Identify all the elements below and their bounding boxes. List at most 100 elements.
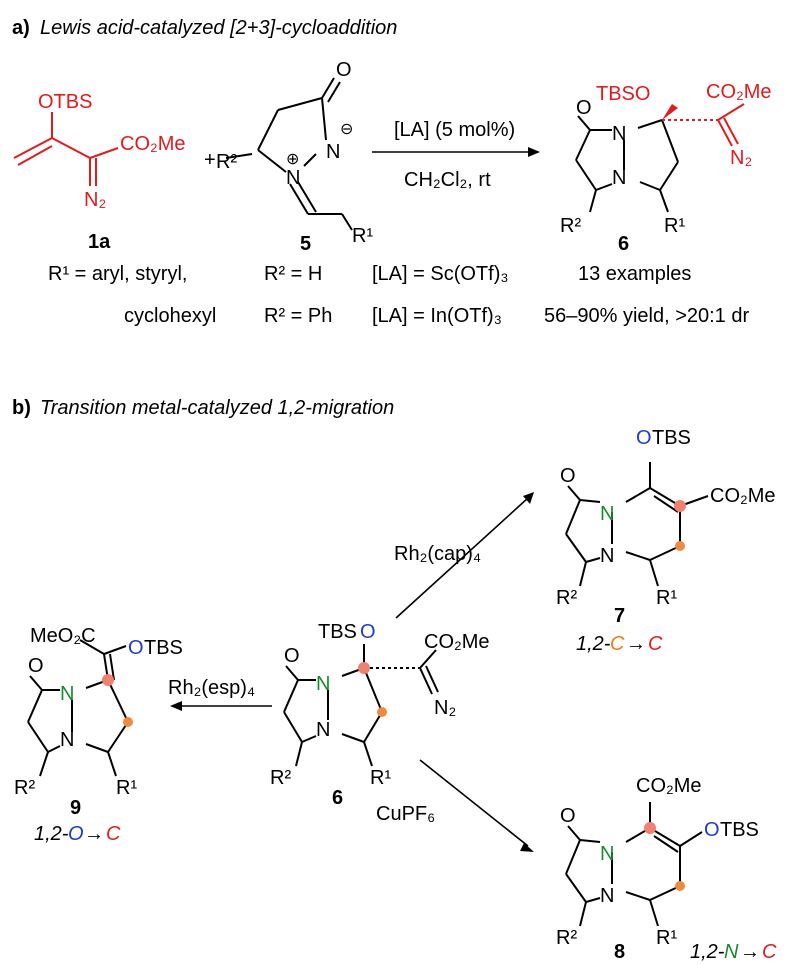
cmpd-7-number: 7	[614, 605, 625, 627]
note-scope-row1: 13 examples	[578, 263, 691, 285]
cmpd-9-tbs: TBS	[144, 637, 183, 659]
section-a-header: a) Lewis acid-catalyzed [2+3]-cycloaddit…	[12, 17, 397, 39]
reagent-8: CuPF₆	[376, 803, 435, 825]
compound-1a-otbs: OTBS	[38, 91, 92, 113]
note-r2-row1: R² = H	[264, 263, 322, 285]
compound-1a-ester: CO₂Me	[120, 133, 186, 155]
cmpd-8-tbs: TBS	[720, 819, 759, 841]
center-6-oxo: O	[284, 645, 300, 667]
cmpd-8-n2: N	[600, 885, 614, 907]
cmpd-9-r1: R¹	[116, 777, 137, 799]
reagent-9: Rh₂(esp)₄	[168, 677, 255, 699]
cmpd-7-mig-arrow: →	[626, 633, 646, 655]
cmpd-7-migration: 1,2- C → C	[576, 633, 663, 655]
compound-6-r2: R²	[560, 215, 581, 237]
note-la-row1: [LA] = Sc(OTf)₃	[372, 263, 509, 285]
compound-1a-diazo: N₂	[84, 189, 106, 211]
cmpd-8-mig-prefix: 1,2-	[690, 941, 725, 963]
compound-6-oxo: O	[576, 97, 592, 119]
compound-6-product: O N N TBSO CO₂Me N₂ R² R¹ 6	[560, 81, 772, 255]
cmpd-7-r1: R¹	[656, 587, 677, 609]
compound-5-n-minus: N	[326, 141, 340, 163]
compound-6-n1: N	[612, 123, 626, 145]
section-b-label: b)	[12, 397, 31, 419]
center-6-ester: CO₂Me	[424, 631, 490, 653]
compound-5-oxo: O	[336, 59, 352, 81]
cmpd-8-o: O	[704, 819, 720, 841]
cmpd-9-mig-prefix: 1,2-	[34, 823, 69, 845]
compound-7: O N N O TBS CO₂Me R² R¹ 7 1,2- C → C	[556, 427, 776, 655]
compound-5-r2: R²	[216, 151, 237, 173]
cmpd-8-oxo: O	[560, 805, 576, 827]
cmpd-9-mig-arrow: →	[84, 823, 104, 845]
cmpd-9-number: 9	[70, 797, 81, 819]
center-6-n1: N	[316, 673, 330, 695]
note-r1-row2: cyclohexyl	[124, 305, 216, 327]
cmpd-8-number: 8	[614, 941, 625, 963]
cmpd-7-n2: N	[600, 545, 614, 567]
cmpd-7-mig-to: C	[648, 633, 663, 655]
compound-6-n2: N	[612, 167, 626, 189]
center-6-tbs: TBS	[318, 621, 357, 643]
compound-1a-number: 1a	[88, 231, 111, 253]
compound-6-tbso: TBSO	[596, 83, 650, 105]
compound-9: O N N MeO₂C O TBS R² R¹ 9 1,2- O → C	[14, 625, 183, 845]
section-b-header: b) Transition metal-catalyzed 1,2-migrat…	[12, 397, 394, 419]
cmpd-7-ester: CO₂Me	[710, 485, 776, 507]
compound-6-ester: CO₂Me	[706, 81, 772, 103]
compound-1a: OTBS CO₂Me N₂ 1a	[13, 91, 186, 253]
cmpd-7-mig-prefix: 1,2-	[576, 633, 611, 655]
cmpd-9-o: O	[128, 637, 144, 659]
cmpd-7-r2: R²	[556, 587, 577, 609]
cmpd-7-tbs: TBS	[652, 427, 691, 449]
note-r1-row1: R¹ = aryl, styryl,	[48, 263, 187, 285]
center-6-n2: N	[316, 719, 330, 741]
reaction-arrow-a: [LA] (5 mol%) CH₂Cl₂, rt	[372, 119, 540, 191]
cmpd-9-mig-to: C	[106, 823, 121, 845]
cmpd-7-mig-from: C	[610, 633, 625, 655]
arrow-to-9: Rh₂(esp)₄	[168, 677, 272, 711]
cmpd-8-mig-arrow: →	[740, 941, 760, 963]
conditions-top: [LA] (5 mol%)	[394, 119, 515, 141]
center-6-diazo: N₂	[434, 697, 456, 719]
cmpd-9-r2: R²	[14, 777, 35, 799]
compound-5-plus-charge: ⊕	[286, 151, 299, 168]
cmpd-9-n1: N	[60, 683, 74, 705]
arrow-to-8: CuPF₆	[376, 759, 534, 852]
center-6-number: 6	[332, 787, 343, 809]
note-scope-row2: 56–90% yield, >20:1 dr	[544, 305, 749, 327]
compound-8: O N N CO₂Me O TBS R² R¹ 8	[556, 775, 759, 963]
note-la-row2: [LA] = In(OTf)₃	[372, 305, 502, 327]
compound-5: O N ⊖ N ⊕ R² R¹ 5	[216, 59, 373, 255]
section-a-title: Lewis acid-catalyzed [2+3]-cycloaddition	[40, 17, 397, 39]
note-r2-row2: R² = Ph	[264, 305, 332, 327]
conditions-bottom: CH₂Cl₂, rt	[404, 169, 491, 191]
cmpd-8-r2: R²	[556, 927, 577, 949]
center-6-r2: R²	[270, 767, 291, 789]
section-b-title: Transition metal-catalyzed 1,2-migration	[40, 397, 394, 419]
section-a-label: a)	[12, 17, 30, 39]
compound-5-r1: R¹	[352, 225, 373, 247]
cmpd-9-ester: MeO₂C	[30, 625, 96, 647]
section-a-notes: R¹ = aryl, styryl, R² = H [LA] = Sc(OTf)…	[48, 263, 749, 327]
cmpd-7-n1: N	[600, 503, 614, 525]
cmpd-8-ester: CO₂Me	[636, 775, 702, 797]
cmpd-8-mig-from: N	[724, 941, 739, 963]
cmpd-9-mig-from: O	[68, 823, 84, 845]
cmpd-9-oxo: O	[28, 655, 44, 677]
cmpd-8-r1: R¹	[656, 927, 677, 949]
compound-6-diazo: N₂	[730, 147, 752, 169]
plus-sign: +	[204, 149, 216, 171]
compound-5-n-plus: N	[286, 167, 300, 189]
center-6-o: O	[360, 621, 376, 643]
reagent-7: Rh₂(cap)₄	[394, 543, 481, 565]
cmpd-9-migration: 1,2- O → C	[34, 823, 121, 845]
cmpd-9-n2: N	[60, 729, 74, 751]
cmpd-8-n1: N	[600, 843, 614, 865]
cmpd-7-o: O	[636, 427, 652, 449]
arrow-to-7: Rh₂(cap)₄	[394, 492, 534, 619]
compound-6-r1: R¹	[664, 215, 685, 237]
compound-5-number: 5	[300, 233, 311, 255]
compound-6-number: 6	[618, 233, 629, 255]
